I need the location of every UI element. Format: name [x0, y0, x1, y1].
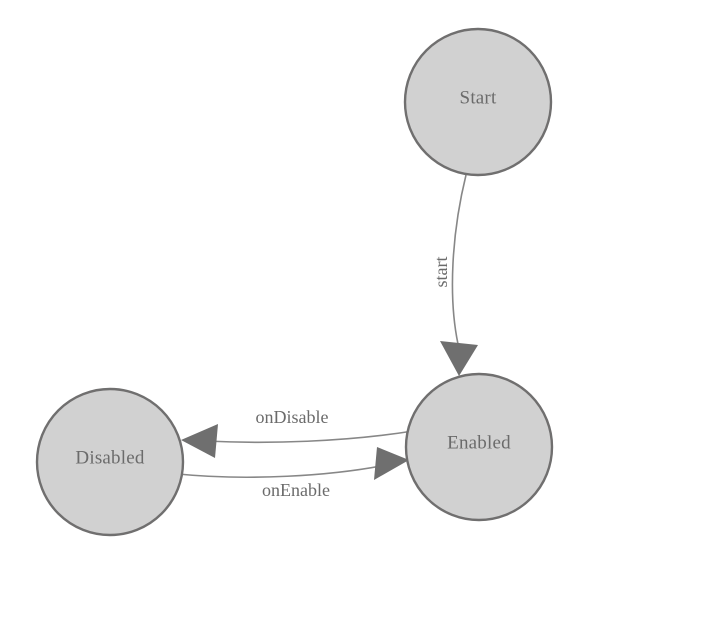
edge-label-on-enable: onEnable	[262, 480, 330, 500]
edge-enabled-to-disabled[interactable]: onDisable	[181, 407, 414, 458]
state-node-disabled-label: Disabled	[75, 447, 144, 468]
state-node-enabled[interactable]: Enabled	[404, 372, 554, 522]
edge-start-to-enabled[interactable]: start	[431, 174, 478, 376]
edge-label-start: start	[431, 257, 451, 288]
edge-disabled-to-enabled-arrowhead-icon	[374, 447, 409, 480]
state-node-disabled-circle	[35, 387, 185, 537]
edge-disabled-to-enabled[interactable]: onEnable	[177, 447, 409, 500]
edge-enabled-to-disabled-arrowhead-icon	[181, 424, 218, 458]
state-node-start-circle	[403, 27, 553, 177]
state-node-start-label: Start	[460, 87, 497, 108]
edge-label-on-disable: onDisable	[256, 407, 329, 427]
state-node-start[interactable]: Start	[403, 27, 553, 177]
edge-start-to-enabled-path	[451, 174, 467, 345]
state-node-enabled-label: Enabled	[447, 432, 511, 453]
edge-start-to-enabled-arrowhead-icon	[440, 341, 478, 376]
edge-enabled-to-disabled-path	[204, 430, 414, 444]
state-node-enabled-circle	[404, 372, 554, 522]
state-node-disabled[interactable]: Disabled	[35, 387, 185, 537]
edge-disabled-to-enabled-path	[177, 464, 387, 479]
